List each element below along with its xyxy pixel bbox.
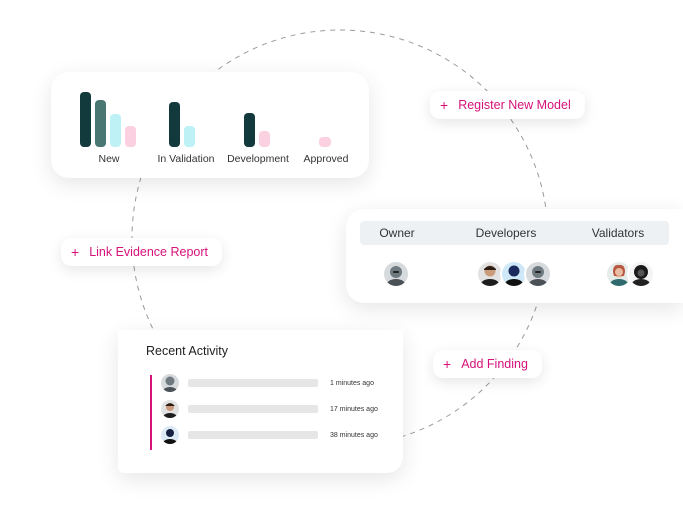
developers-header: Developers	[475, 226, 537, 240]
register-new-model-label: Register New Model	[458, 98, 571, 112]
activity-timestamp: 38 minutes ago	[330, 432, 378, 439]
category-label-new: New	[98, 153, 120, 165]
activity-item[interactable]: 38 minutes ago	[118, 424, 403, 446]
model-team-card: Owner Developers Validators	[346, 209, 683, 303]
chart-group-new	[80, 72, 140, 147]
activity-item[interactable]: 17 minutes ago	[118, 398, 403, 420]
activity-user-avatar	[161, 374, 179, 392]
link-evidence-report-label: Link Evidence Report	[89, 245, 209, 259]
status-bar-development-1	[244, 112, 255, 147]
recent-activity-card: Recent Activity 1 minutes ago 17 minutes…	[118, 330, 403, 473]
chart-group-development	[244, 72, 284, 147]
validators-header: Validators	[591, 226, 645, 240]
owner-header: Owner	[379, 226, 415, 240]
status-bar-new-4	[125, 126, 136, 147]
status-bar-new-1	[80, 92, 91, 147]
category-label-approved: Approved	[303, 153, 349, 165]
activity-description-placeholder	[188, 431, 318, 439]
activity-description-placeholder	[188, 379, 318, 387]
developer-avatar[interactable]	[476, 260, 504, 288]
status-bar-in-validation-2	[184, 126, 195, 147]
activity-user-avatar	[161, 426, 179, 444]
add-finding-button[interactable]: + Add Finding	[433, 350, 542, 378]
owner-avatar[interactable]	[382, 260, 410, 288]
developer-avatar[interactable]	[524, 260, 552, 288]
status-bar-approved-1	[319, 137, 331, 147]
activity-accent-line	[150, 375, 152, 450]
category-label-development: Development	[227, 153, 289, 165]
status-bar-in-validation-1	[169, 101, 180, 147]
model-status-card: New In Validation Development Approved	[51, 72, 369, 178]
link-evidence-report-button[interactable]: + Link Evidence Report	[61, 238, 223, 266]
activity-user-avatar	[161, 400, 179, 418]
plus-icon: +	[443, 356, 452, 372]
model-status-chart: New In Validation Development Approved	[51, 72, 369, 178]
category-label-in-validation: In Validation	[157, 153, 215, 165]
validator-avatar[interactable]	[627, 260, 655, 288]
plus-icon: +	[440, 97, 449, 113]
add-finding-label: Add Finding	[461, 357, 528, 371]
recent-activity-title: Recent Activity	[146, 344, 228, 358]
developer-avatar[interactable]	[500, 260, 528, 288]
plus-icon: +	[71, 244, 80, 260]
chart-group-approved	[319, 72, 359, 147]
register-new-model-button[interactable]: + Register New Model	[430, 91, 585, 119]
status-bar-new-2	[95, 100, 106, 147]
status-bar-new-3	[110, 114, 121, 147]
activity-timestamp: 17 minutes ago	[330, 406, 378, 413]
status-bar-development-2	[259, 130, 270, 147]
activity-item[interactable]: 1 minutes ago	[118, 372, 403, 394]
team-header-row: Owner Developers Validators	[360, 221, 669, 245]
activity-description-placeholder	[188, 405, 318, 413]
activity-timestamp: 1 minutes ago	[330, 380, 374, 387]
chart-group-in-validation	[169, 72, 209, 147]
